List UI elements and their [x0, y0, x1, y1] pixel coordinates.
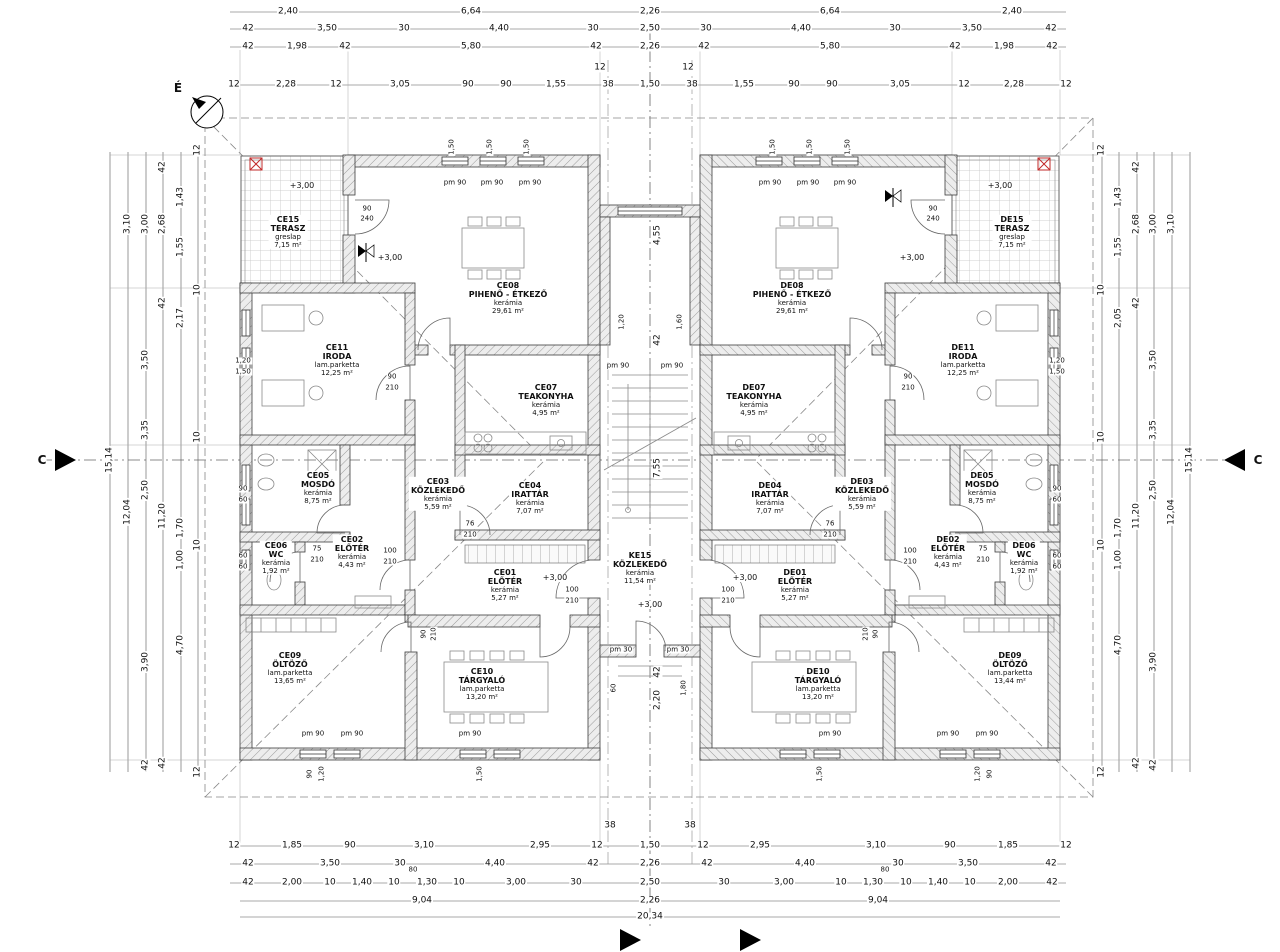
- left-building: [239, 154, 601, 761]
- staircase: [603, 370, 697, 523]
- section-arrow-bottom-1: [620, 929, 641, 951]
- extension-lines: [110, 50, 1190, 843]
- section-arrow-bottom-2: [740, 929, 761, 951]
- section-arrows: [55, 449, 1245, 951]
- section-label-right: C: [1253, 453, 1263, 467]
- section-arrow-right: [1224, 449, 1245, 471]
- north-label: É: [173, 81, 183, 95]
- level-flag-right-icon: [885, 188, 902, 207]
- north-arrow-icon: [190, 95, 224, 129]
- level-flag-left-icon: [358, 243, 375, 262]
- survey-mark-left-icon: [249, 157, 263, 171]
- right-building: [699, 154, 1061, 761]
- section-arrow-left: [55, 449, 76, 471]
- section-label-left: C: [37, 453, 47, 467]
- survey-mark-right-icon: [1037, 157, 1051, 171]
